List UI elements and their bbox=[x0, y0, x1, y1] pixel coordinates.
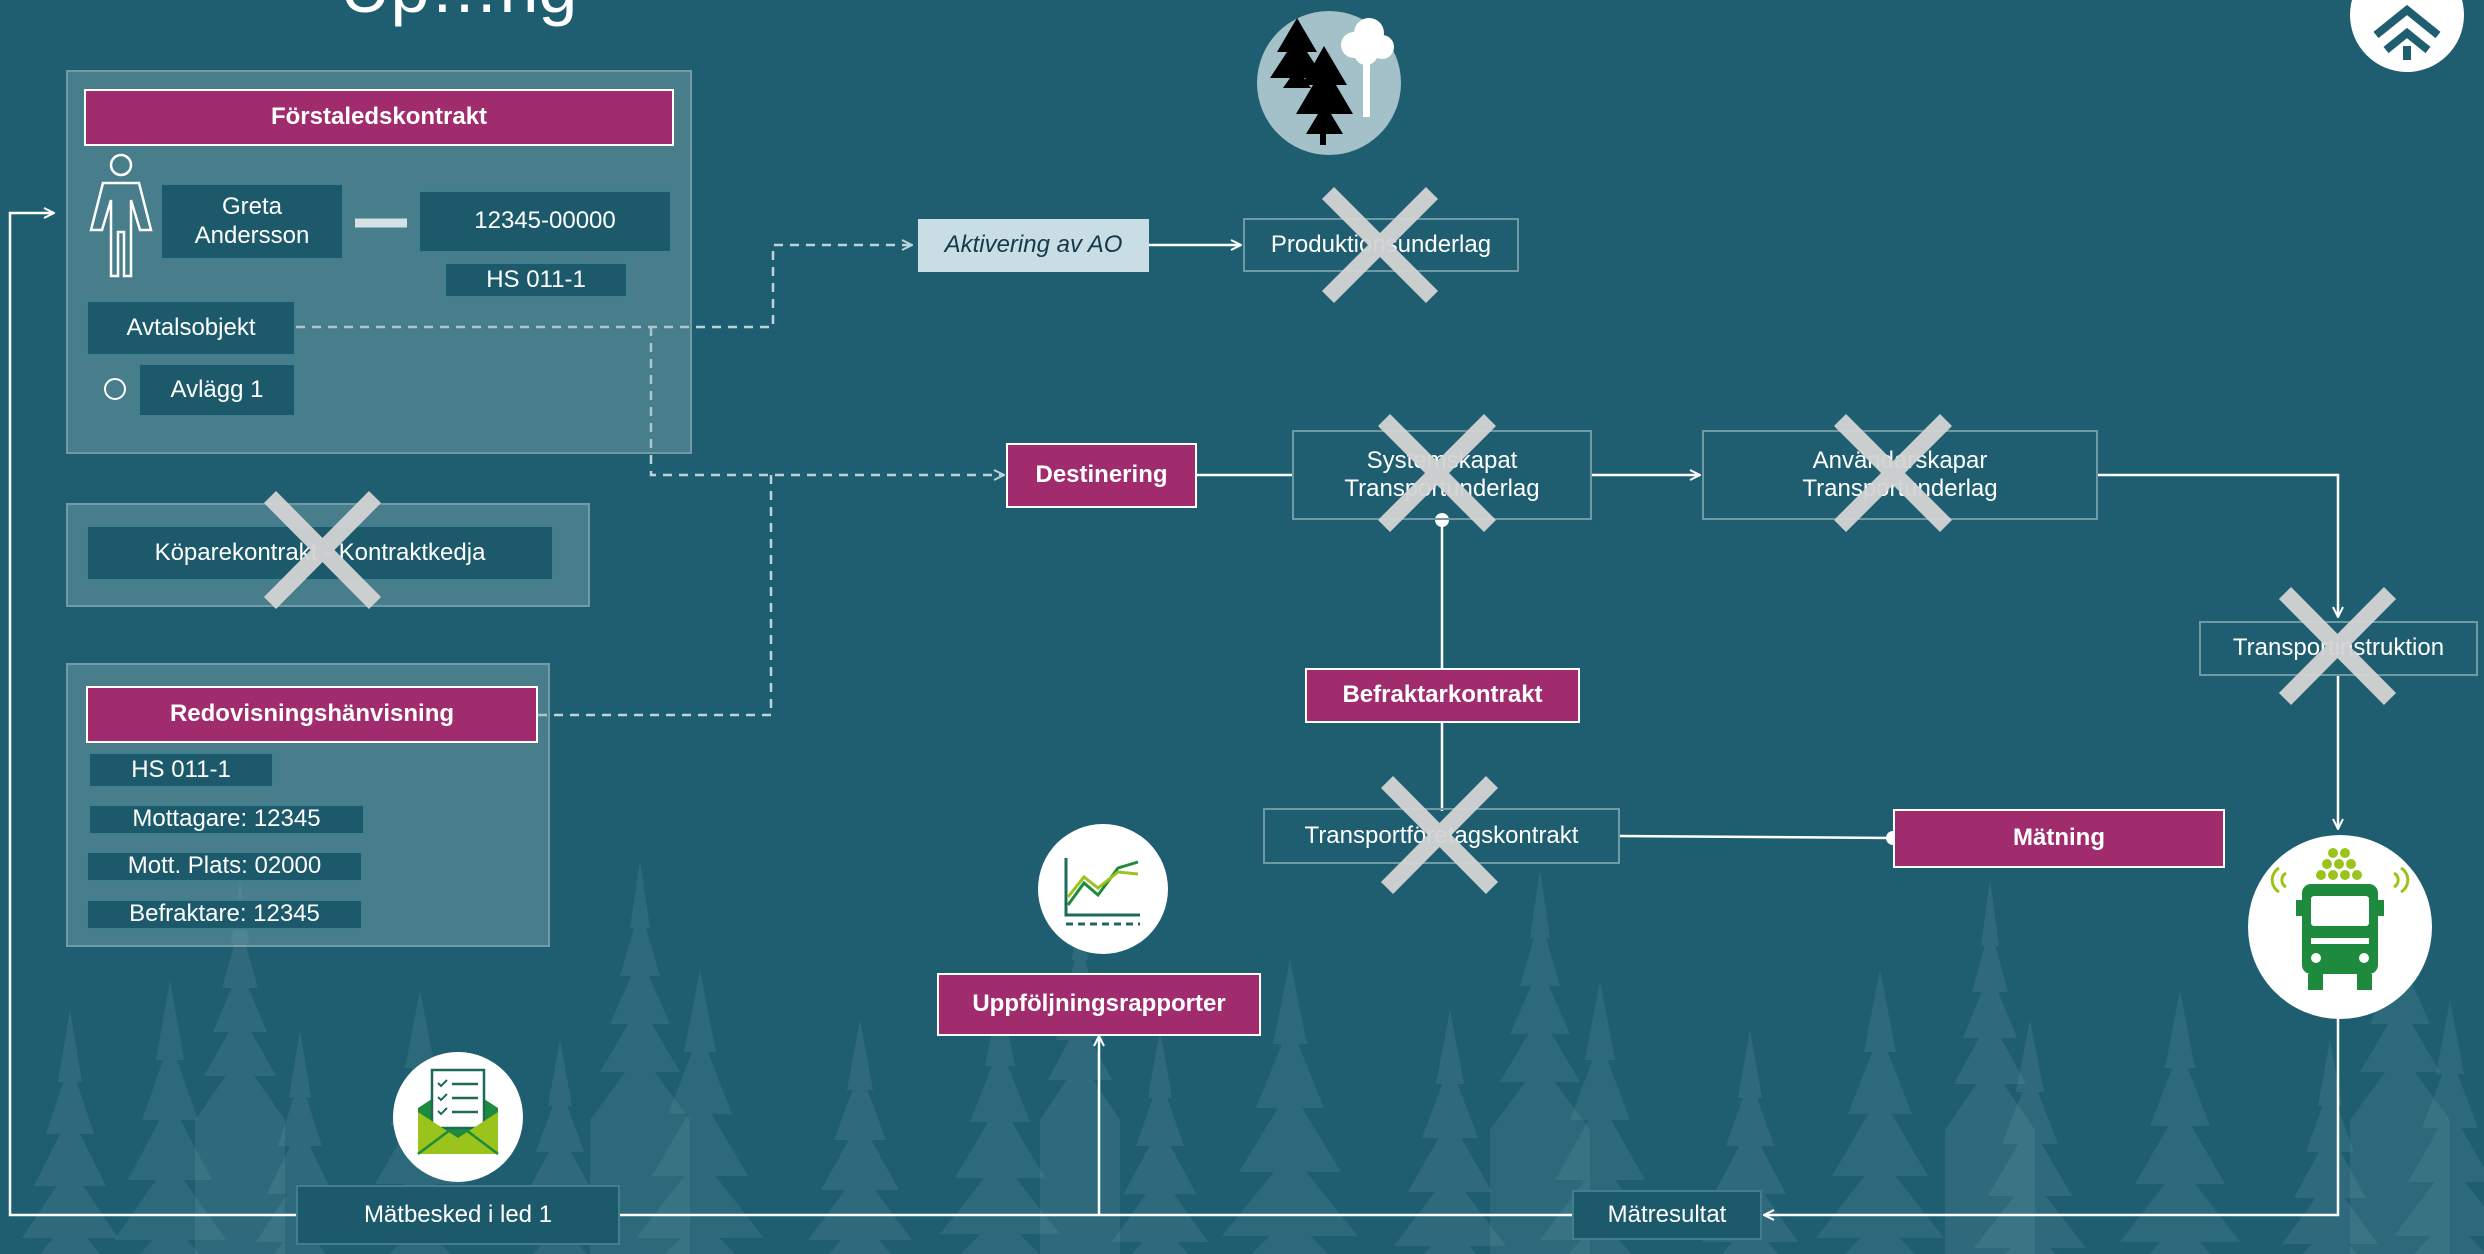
measurement-result-node[interactable]: Mätresultat bbox=[1572, 1190, 1762, 1240]
background-tree bbox=[500, 1040, 620, 1254]
connector-user-instruction bbox=[2098, 473, 2338, 617]
connector-truck-result bbox=[1764, 1018, 2340, 1215]
background-tree bbox=[1490, 870, 1590, 1254]
connector-dot bbox=[1435, 513, 1449, 527]
background-tree bbox=[1205, 960, 1375, 1254]
radio-icon[interactable] bbox=[104, 378, 126, 400]
envelope-checklist-icon bbox=[393, 1052, 523, 1182]
background-tree bbox=[245, 1030, 355, 1254]
accounting-item-receiver-place[interactable]: Mott. Plats: 02000 bbox=[86, 851, 363, 882]
background-tree bbox=[2350, 860, 2450, 1254]
contract-number[interactable]: 12345-00000 bbox=[418, 190, 672, 253]
cross-icon bbox=[1377, 413, 1497, 533]
cross-icon bbox=[1380, 776, 1499, 894]
page-title: Up…ng bbox=[340, 0, 577, 28]
background-tree bbox=[2270, 1040, 2390, 1254]
dashed-connector-accounting bbox=[538, 475, 773, 717]
measurement-node[interactable]: Mätning bbox=[1893, 809, 2225, 868]
background-tree bbox=[590, 860, 690, 1254]
follow-up-reports-node[interactable]: Uppföljningsrapporter bbox=[937, 973, 1261, 1036]
dashed-connector-activation bbox=[296, 245, 912, 329]
connector-agreement-measurement bbox=[1619, 834, 1894, 840]
background-tree bbox=[2380, 1000, 2484, 1254]
background-tree bbox=[1380, 1010, 1520, 1254]
dashed-connector-destination bbox=[649, 327, 1004, 475]
truck-icon bbox=[2248, 835, 2432, 1019]
feedback-loop-connector bbox=[8, 213, 296, 1217]
landing-item[interactable]: Avlägg 1 bbox=[138, 363, 296, 417]
accounting-item-receiver[interactable]: Mottagare: 12345 bbox=[88, 804, 365, 835]
forest-icon bbox=[1257, 11, 1401, 155]
background-tree bbox=[1800, 970, 1960, 1254]
accounting-item-hs[interactable]: HS 011-1 bbox=[88, 752, 274, 788]
background-tree bbox=[10, 1010, 130, 1254]
background-tree bbox=[1690, 1030, 1810, 1254]
cross-icon bbox=[263, 491, 382, 609]
background-tree bbox=[1525, 980, 1675, 1254]
background-tree bbox=[1945, 880, 2035, 1254]
destination-node[interactable]: Destinering bbox=[1006, 443, 1197, 508]
background-tree bbox=[1960, 1020, 2100, 1254]
person-name[interactable]: Greta Andersson bbox=[160, 183, 344, 260]
accounting-reference-header: Redovisningshänvisning bbox=[86, 686, 538, 743]
background-tree bbox=[195, 880, 285, 1254]
background-tree bbox=[620, 970, 780, 1254]
buyer-contract-chain[interactable]: Köparekontrakt - Kontraktkedja bbox=[86, 525, 554, 581]
chart-icon bbox=[1038, 824, 1168, 954]
logo-icon bbox=[2350, 0, 2464, 72]
accounting-item-freighter[interactable]: Befraktare: 12345 bbox=[86, 899, 363, 930]
measurement-notice-node[interactable]: Mätbesked i led 1 bbox=[296, 1185, 620, 1245]
background-tree bbox=[925, 990, 1075, 1254]
hs-code[interactable]: HS 011-1 bbox=[444, 262, 628, 298]
background-tree bbox=[795, 1020, 925, 1254]
cross-icon bbox=[2278, 587, 2397, 705]
background-tree bbox=[1100, 1030, 1220, 1254]
background-tree bbox=[2105, 990, 2255, 1254]
person-icon bbox=[89, 153, 153, 278]
primary-contract-header: Förstaledskontrakt bbox=[84, 89, 674, 146]
background-tree bbox=[100, 980, 240, 1254]
cross-icon bbox=[1833, 413, 1953, 533]
cross-icon bbox=[1321, 186, 1439, 304]
agreement-object[interactable]: Avtalsobjekt bbox=[86, 300, 296, 356]
activation-node[interactable]: Aktivering av AO bbox=[918, 219, 1149, 272]
freight-contract-node[interactable]: Befraktarkontrakt bbox=[1305, 668, 1580, 723]
